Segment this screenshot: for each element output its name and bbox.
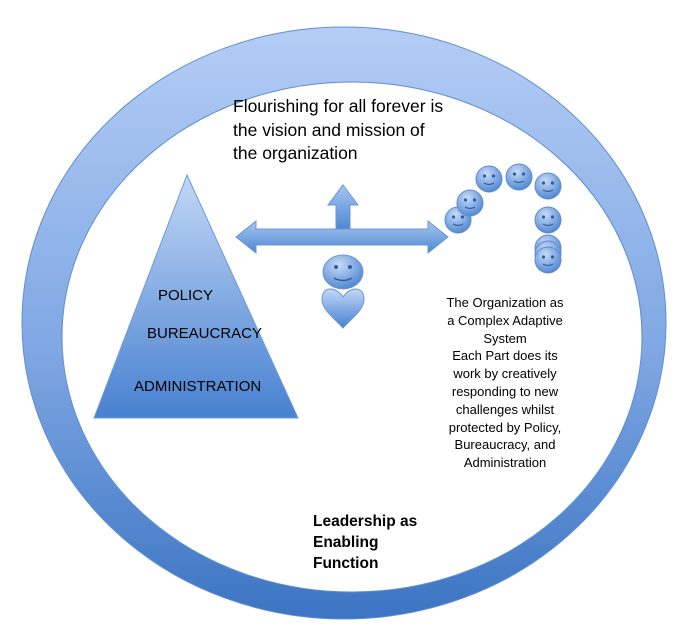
vision-line: the vision and mission of xyxy=(233,119,425,140)
smiley-face-icon xyxy=(456,189,484,217)
up-arrow-icon xyxy=(327,184,359,230)
double-arrow-icon xyxy=(235,219,449,255)
org-line: Administration xyxy=(463,455,547,471)
org-line: a Complex Adaptive xyxy=(447,312,563,328)
smiley-chain xyxy=(444,163,562,274)
administration-label: ADMINISTRATION xyxy=(134,378,262,395)
vision-statement: Flourishing for all forever is the visio… xyxy=(233,95,443,166)
org-line: The Organization as xyxy=(446,295,564,310)
org-line: Bureaucracy, and xyxy=(454,437,556,453)
vision-line: Flourishing for all forever is xyxy=(233,96,444,116)
leadership-line: Enabling xyxy=(313,534,379,551)
smiley-face-icon xyxy=(534,206,562,234)
org-line: challenges whilst xyxy=(455,401,555,417)
smiley-face-icon xyxy=(322,254,364,290)
heart-icon xyxy=(321,288,365,329)
smiley-face-icon xyxy=(505,163,533,191)
leadership-line: Leadership as xyxy=(313,513,418,530)
org-line: System xyxy=(483,330,527,346)
org-line: Each Part does its xyxy=(452,348,558,364)
smiley-face-icon xyxy=(534,246,562,274)
org-line: protected by Policy, xyxy=(448,419,562,435)
org-line: responding to new xyxy=(451,383,559,399)
vision-line: the organization xyxy=(233,143,358,163)
pyramid-shape xyxy=(93,173,299,419)
organization-description: The Organization as a Complex Adaptive S… xyxy=(415,294,595,472)
bureaucracy-label: BUREAUCRACY xyxy=(147,325,263,342)
org-line: work by creatively xyxy=(453,366,557,382)
smiley-face-icon xyxy=(534,172,562,200)
policy-label: POLICY xyxy=(158,287,214,304)
enabling-ring xyxy=(21,26,667,620)
leadership-label: Leadership as Enabling Function xyxy=(313,511,417,574)
leadership-line: Function xyxy=(313,555,379,572)
smiley-face-icon xyxy=(475,165,503,193)
